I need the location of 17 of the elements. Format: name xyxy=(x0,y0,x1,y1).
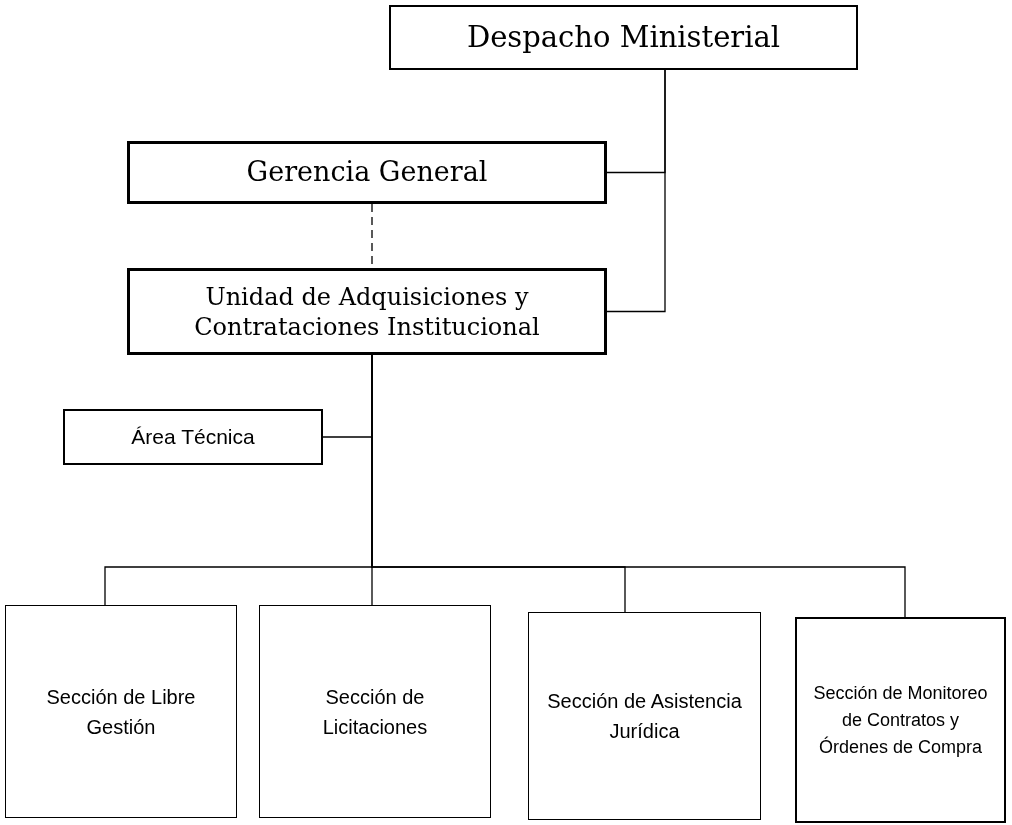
office-name: Unidad de Adquisiciones y Contrataciones Institucional xyxy=(193,281,541,342)
office-name: Despacho Ministerial xyxy=(466,18,781,56)
office-box xyxy=(389,5,858,70)
office-name: Sección de Asistencia Jurídica xyxy=(546,689,743,744)
office-name: Sección de Monitoreo de Contratos y Órdenes de Compra xyxy=(812,681,989,759)
section-box xyxy=(259,605,491,818)
office-box xyxy=(127,268,607,355)
office-name: Sección de Libre Gestión xyxy=(45,684,197,740)
connector-line xyxy=(606,69,666,313)
office-box xyxy=(127,141,607,204)
office-name: Área Técnica xyxy=(131,424,255,451)
section-box xyxy=(795,617,1006,823)
office-box xyxy=(63,409,323,465)
office-name: Gerencia General xyxy=(246,155,488,190)
office-name: Sección de Licitaciones xyxy=(321,684,429,740)
section-box xyxy=(5,605,237,818)
section-box xyxy=(528,612,761,820)
